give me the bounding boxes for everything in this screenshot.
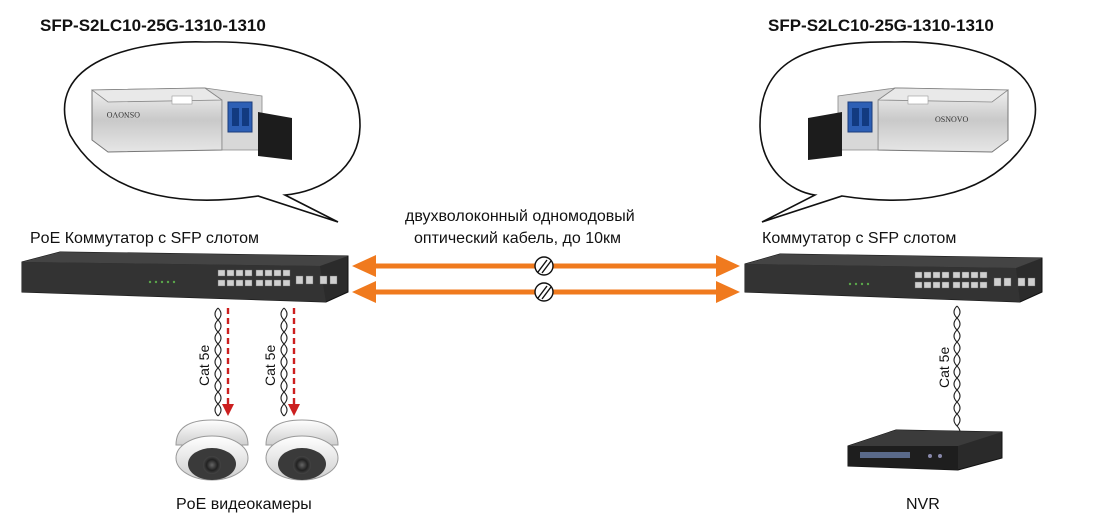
left-cable-1 [214, 307, 222, 417]
right-model-title: SFP-S2LC10-25G-1310-1310 [768, 16, 994, 35]
left-cable-2-label: Cat 5e [262, 344, 278, 386]
poe-arrow-2 [288, 308, 300, 416]
right-cable-label: Cat 5e [936, 346, 952, 388]
nvr-icon [847, 429, 1003, 471]
fiber-break-icon-bottom [534, 282, 554, 302]
dome-camera-icon-1 [175, 419, 249, 481]
right-sfp-module-icon: OSNOVO [808, 87, 1010, 160]
left-cable-1-label: Cat 5e [196, 344, 212, 386]
right-cable [953, 305, 961, 439]
right-switch [744, 253, 1043, 303]
left-switch-label: PoE Коммутатор с SFP слотом [30, 230, 259, 247]
dome-camera-icon-2 [265, 419, 339, 481]
left-model-title: SFP-S2LC10-25G-1310-1310 [40, 16, 266, 35]
left-sfp-module-icon: OSNOVO [90, 87, 292, 160]
left-module-brand: OSNOVO [106, 110, 140, 119]
fiber-break-icon-top [534, 256, 554, 276]
left-cable-2 [280, 307, 288, 417]
right-module-brand: OSNOVO [935, 115, 969, 124]
cameras-label: PoE видеокамеры [176, 496, 312, 513]
poe-arrow-1 [222, 308, 234, 416]
fiber-label-line1: двухволоконный одномодовый [405, 208, 635, 225]
right-switch-label: Коммутатор с SFP слотом [762, 230, 957, 247]
fiber-label-line2: оптический кабель, до 10км [414, 230, 622, 247]
nvr-label: NVR [906, 496, 940, 513]
left-poe-switch [21, 251, 349, 303]
